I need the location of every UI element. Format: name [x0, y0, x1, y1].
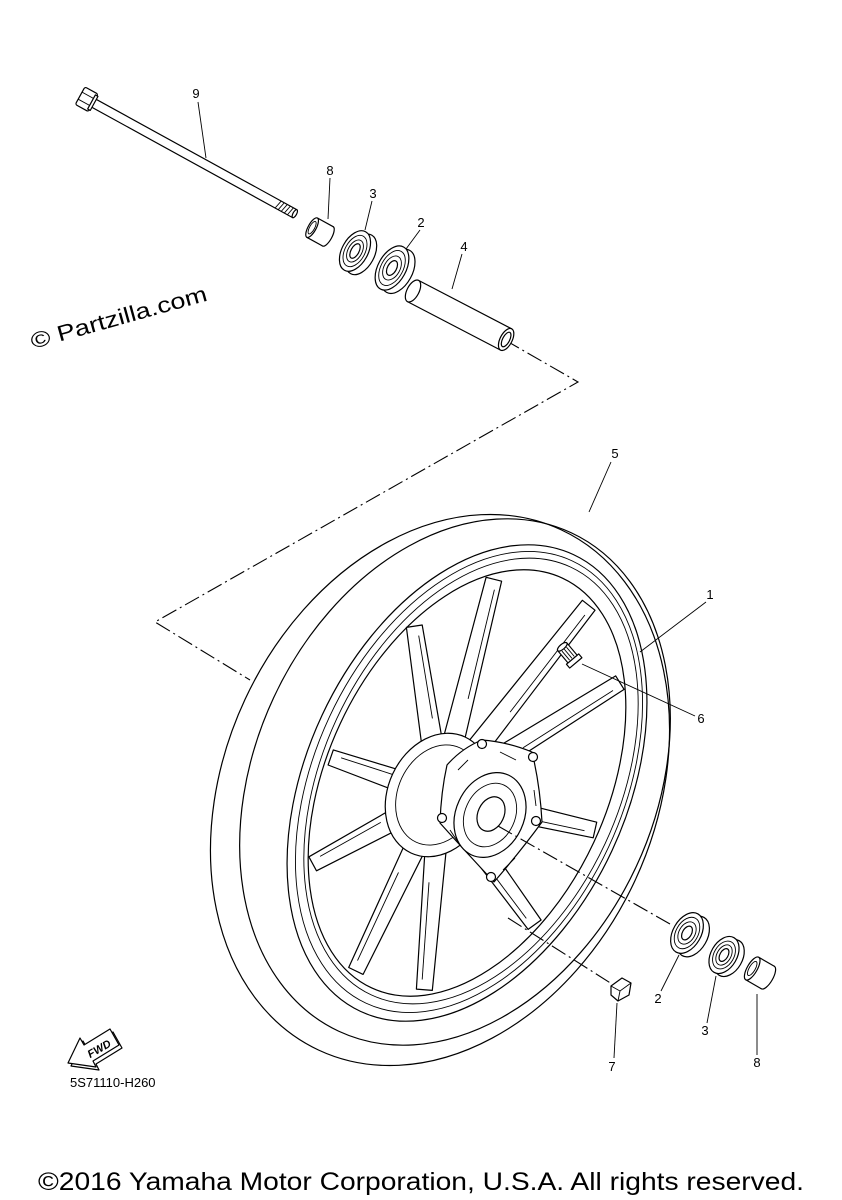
callout-label: 5	[611, 446, 618, 461]
valve-stem	[556, 641, 583, 669]
callout-label: 8	[326, 163, 333, 178]
leader-lines	[197, 101, 758, 1059]
spoke-groove	[467, 589, 495, 700]
rim-inner-lip	[307, 569, 627, 997]
diagram-code: 5S71110-H260	[70, 1075, 156, 1090]
tire-front-edge	[239, 518, 671, 1046]
brake-disc-mount-slots	[449, 751, 537, 871]
callout-label: 3	[701, 1023, 708, 1038]
bearing	[708, 935, 745, 978]
rim-flange	[303, 557, 639, 1005]
front-wheel	[209, 513, 671, 1067]
bearing	[374, 245, 416, 295]
callout-label: 4	[460, 239, 467, 254]
spoke-groove	[319, 822, 382, 857]
callout-label: 6	[697, 711, 704, 726]
dash-dot-guide	[507, 917, 613, 985]
bearing	[670, 912, 711, 958]
collar	[743, 956, 777, 990]
collar	[305, 217, 335, 247]
axle	[75, 87, 299, 219]
fwd-arrow-icon: FWD	[67, 1028, 123, 1071]
callout-label: 7	[608, 1059, 615, 1074]
hub-boss-ring	[462, 782, 518, 848]
disc-bolt	[476, 738, 488, 750]
disc-bolt	[485, 871, 497, 883]
callout-label: 3	[369, 186, 376, 201]
spoke-groove	[522, 690, 614, 749]
disc-bolt	[436, 812, 448, 824]
rim-outer-edge	[286, 544, 648, 1022]
callout-label: 2	[417, 215, 424, 230]
spoke-groove	[509, 614, 586, 713]
callout-label: 2	[654, 991, 661, 1006]
callout-label: 8	[753, 1055, 760, 1070]
callout-label: 9	[192, 86, 199, 101]
spoke-groove	[340, 757, 393, 775]
wheel-spacer	[404, 279, 515, 352]
copyright-notice: ©2016 Yamaha Motor Corporation, U.S.A. A…	[38, 1168, 804, 1196]
axle-thread	[274, 200, 294, 216]
disc-bolt	[527, 751, 539, 763]
spoke-groove	[418, 635, 433, 719]
axle-hole	[476, 796, 506, 832]
spoke-groove	[421, 882, 430, 980]
callout-label: 1	[706, 587, 713, 602]
balance-weight	[610, 977, 632, 1002]
rim-flange	[295, 551, 643, 1013]
dash-dot-guide	[153, 339, 580, 681]
disc-bolt	[530, 815, 542, 827]
spoke-groove	[357, 872, 399, 961]
axle-bolt-head	[75, 87, 99, 112]
dash-dot-guide	[497, 825, 671, 925]
bearing	[338, 230, 378, 276]
